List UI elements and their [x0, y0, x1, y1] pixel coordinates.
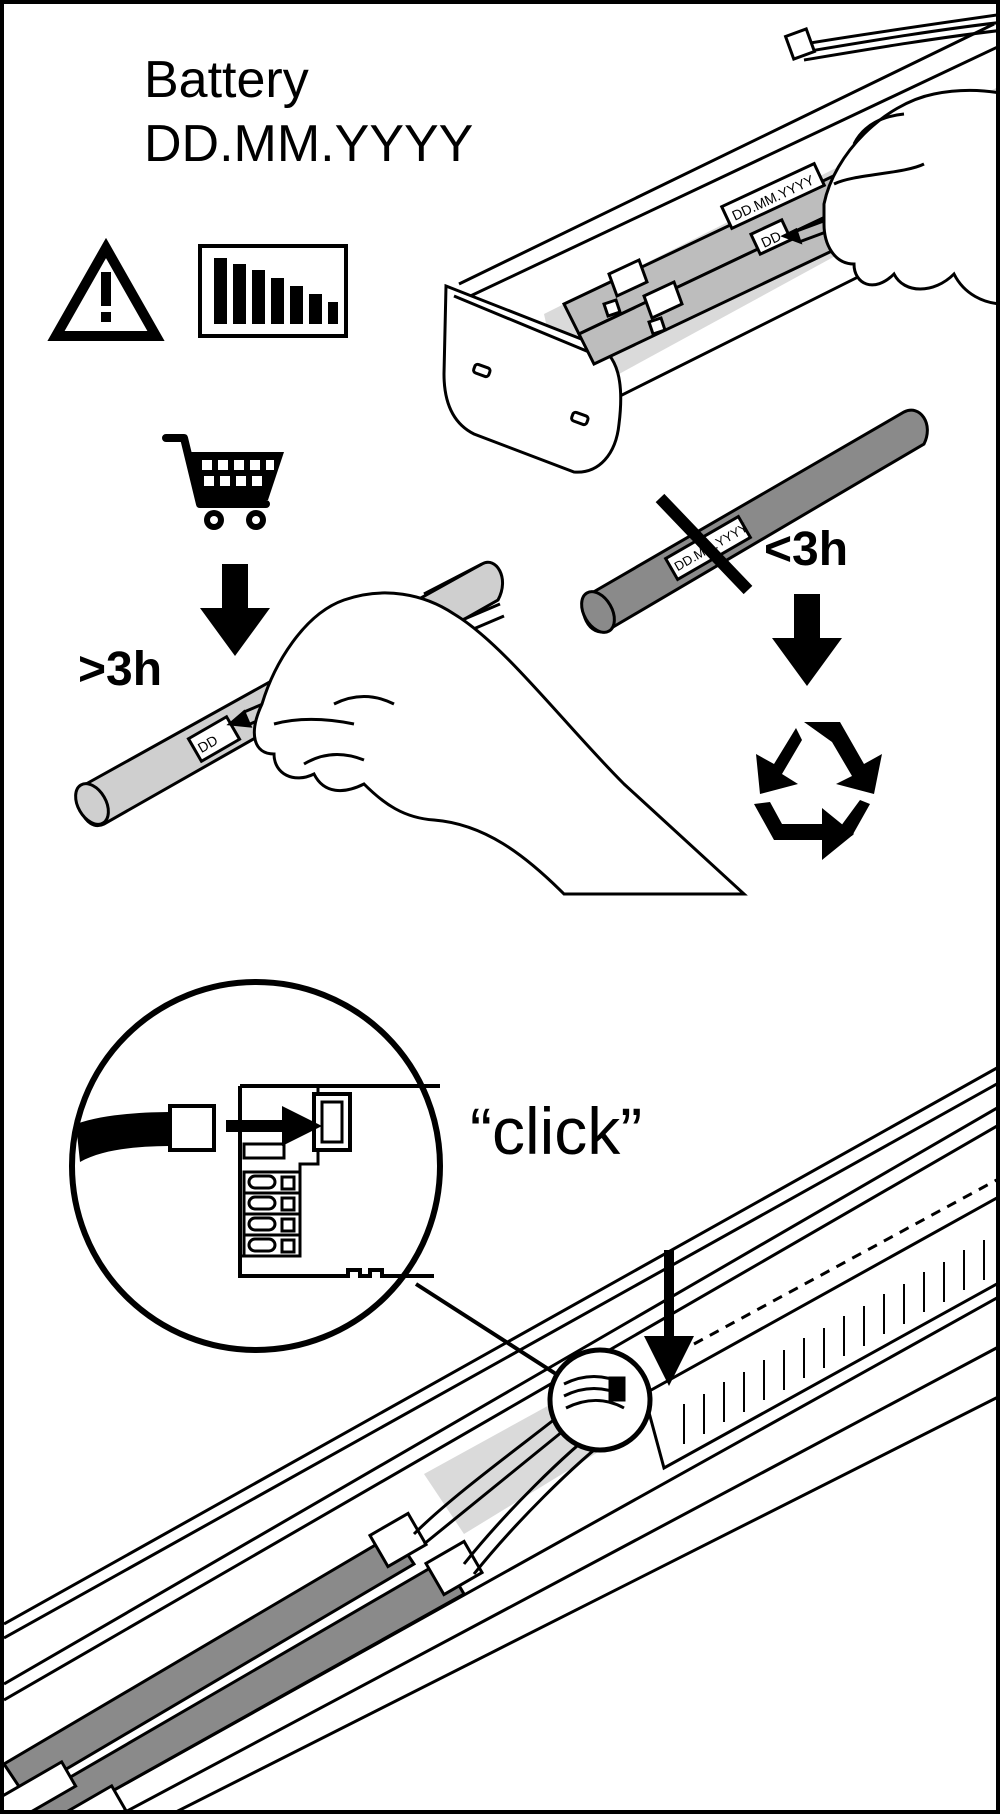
click-sound-label: “click” — [470, 1094, 643, 1168]
battery-level-icon — [198, 244, 348, 338]
insert-arrow — [644, 1250, 694, 1386]
label-more-than-3h: >3h — [78, 643, 163, 696]
arrow-down-icon — [200, 564, 270, 656]
title-battery: Battery — [144, 51, 309, 109]
battery-crossed — [580, 408, 929, 634]
battery-housing-top — [442, 13, 996, 474]
arrow-down-icon — [772, 594, 842, 686]
label-less-than-3h: <3h — [764, 523, 849, 576]
connector-detail-zoom — [69, 979, 443, 1353]
battery-left — [74, 560, 748, 896]
rail-assembly-bottom — [4, 1066, 996, 1810]
warning-icon — [47, 237, 165, 341]
illustration-canvas: DD.MM.YYYY DD — [4, 13, 996, 1810]
recycle-icon — [754, 722, 882, 860]
battery-label-day: DD — [758, 228, 783, 251]
title-date-format: DD.MM.YYYY — [144, 115, 474, 173]
shopping-cart-icon — [162, 434, 284, 530]
